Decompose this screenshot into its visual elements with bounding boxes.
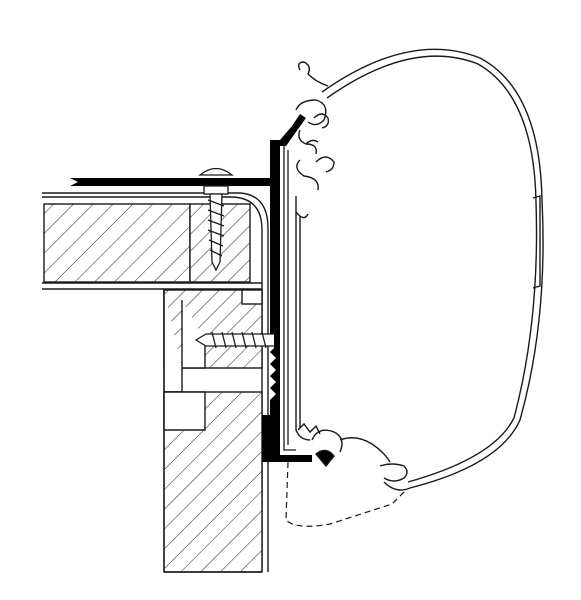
- wall-panel: [163, 289, 263, 573]
- lower-clip: [285, 461, 407, 527]
- awning-cassette: [295, 48, 544, 491]
- bracket-liner: [283, 140, 296, 451]
- side-screw: [194, 330, 280, 350]
- roof-panel: [42, 192, 269, 572]
- mounting-bracket: [70, 114, 312, 462]
- top-screw: [198, 167, 234, 272]
